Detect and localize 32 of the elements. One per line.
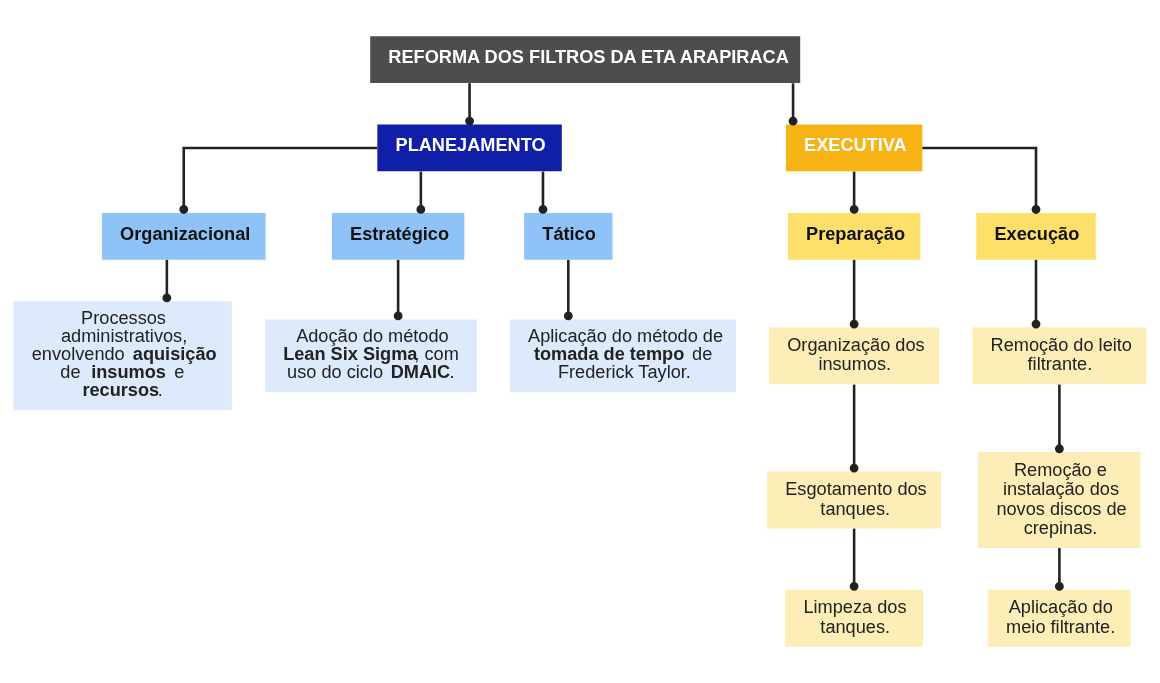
node-box: Remoção e instalação dos novos discos de crepinas. [978,451,1141,549]
node-box: Aplicação do meio filtrante. [987,589,1131,647]
connector [1054,384,1064,454]
connector [393,259,403,321]
node-box: Remoção do leito filtrante. [972,327,1147,385]
node-box: Limpeza dos tanques. [785,589,923,647]
node-box: Estratégico [331,212,465,260]
node-box: Execução [976,212,1096,260]
connector [849,528,859,591]
connector [179,146,378,214]
connector [538,171,548,214]
node-box: PLANEJAMENTO [377,124,562,172]
connector [162,259,172,303]
connector [849,384,859,473]
connector [849,171,859,214]
node-box: Esgotamento dos tanques. [767,471,942,529]
node-box: Organização dos insumos. [769,327,940,385]
connector [788,83,798,126]
node-box: EXECUTIVA [785,124,923,172]
node-box: Preparação [787,212,921,260]
connector [563,259,573,321]
connector [416,171,426,214]
node-box: Tático [524,212,613,260]
node-box: Processos administrativos, envolvendo aquisição de insumos e recursos. [13,301,232,411]
node-box: REFORMA DOS FILTROS DA ETA ARAPIRACA [370,36,801,83]
connector [1054,548,1064,591]
connector [849,259,859,329]
node-box: Organizacional [101,212,266,260]
connector [1031,259,1041,329]
connector [922,146,1041,214]
node-box: Aplicação do método de tomada de tempo de Frederick Taylor. [509,319,736,393]
connector [465,83,474,126]
